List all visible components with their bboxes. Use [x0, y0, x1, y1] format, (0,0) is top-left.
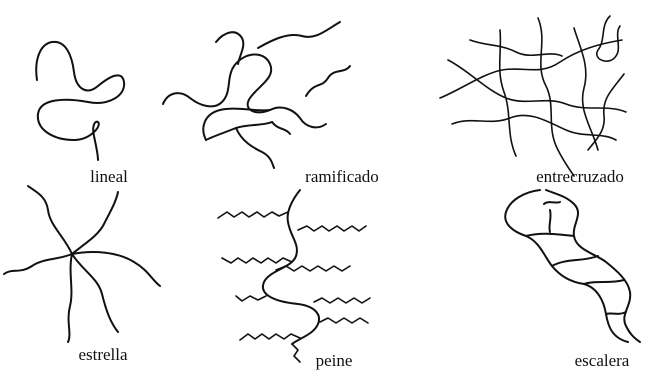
network-chain-5 [538, 18, 574, 176]
ladder-rail-right [546, 190, 640, 342]
network-chain-1 [440, 40, 622, 98]
network-chain-7 [597, 16, 620, 61]
panel-entrecruzado: entrecruzado [440, 16, 626, 186]
comb-tooth-3 [222, 258, 292, 263]
ladder-rung-4 [584, 280, 624, 284]
ladder-rung-6 [549, 210, 550, 232]
ladder-rung-2 [526, 234, 574, 236]
panel-peine: peine [218, 190, 370, 370]
star-arm-upper-right [72, 192, 118, 254]
branched-backbone [163, 54, 326, 127]
star-arm-lower-right [72, 254, 118, 332]
branch-lower-tail [272, 122, 290, 134]
network-chain-3 [452, 115, 616, 140]
panel-lineal: lineal [36, 42, 128, 186]
panel-ramificado: ramificado [163, 22, 379, 186]
branch-upper-right [258, 22, 340, 48]
panel-label-entrecruzado: entrecruzado [536, 167, 624, 186]
ladder-rung-1 [544, 202, 560, 204]
comb-tooth-8 [320, 318, 368, 323]
star-arm-left [4, 254, 72, 274]
comb-tooth-6 [314, 298, 370, 303]
comb-tooth-4 [276, 266, 350, 271]
panel-label-ramificado: ramificado [305, 167, 379, 186]
linear-chain-drawing [36, 42, 124, 160]
ladder-rung-5 [606, 312, 626, 314]
branch-lower-right [236, 128, 274, 168]
branch-upper-left [216, 32, 243, 64]
comb-tooth-9 [292, 344, 300, 362]
comb-tooth-1 [218, 212, 288, 218]
network-chain-2 [448, 60, 626, 112]
star-arm-upper-left [28, 186, 72, 254]
ladder-rung-3 [552, 256, 598, 266]
panel-escalera: escalera [505, 190, 640, 370]
branch-right [306, 66, 350, 96]
panel-label-estrella: estrella [78, 345, 128, 364]
comb-tooth-5 [236, 296, 266, 301]
network-chain-8 [470, 40, 562, 56]
panel-estrella: estrella [4, 186, 160, 364]
panel-label-lineal: lineal [90, 167, 128, 186]
panel-label-peine: peine [316, 351, 353, 370]
comb-tooth-7 [240, 334, 300, 340]
star-arm-lower-left [68, 254, 72, 342]
comb-tooth-2 [298, 226, 366, 231]
panel-label-escalera: escalera [575, 351, 630, 370]
